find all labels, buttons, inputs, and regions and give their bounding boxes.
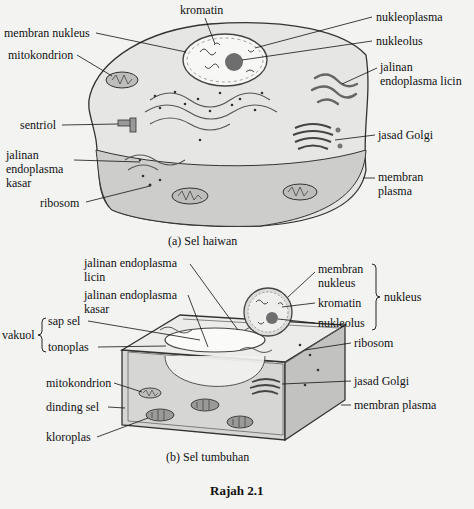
part-label: kloroplas xyxy=(46,430,91,444)
part-label: jasad Golgi xyxy=(354,374,409,388)
part-label: jasad Golgi xyxy=(378,128,433,142)
part-label: dinding sel xyxy=(46,400,99,414)
part-label: jalinan endoplasma kasar xyxy=(6,148,81,190)
part-label: ribosom xyxy=(354,336,393,350)
part-label: membran plasma xyxy=(378,170,448,198)
part-label: nukleus xyxy=(384,290,421,304)
part-label: kromatin xyxy=(318,296,361,310)
part-label: membran nukleus xyxy=(4,26,90,40)
part-label: jalinan endoplasma licin xyxy=(84,256,194,284)
animal-cell xyxy=(62,17,377,226)
part-label: sentriol xyxy=(20,118,56,132)
part-label: nukleolus xyxy=(376,34,423,48)
part-label: kromatin xyxy=(180,3,223,17)
part-label: sap sel xyxy=(48,314,80,328)
part-label: vakuol xyxy=(2,328,35,342)
part-label: ribosom xyxy=(40,196,79,210)
figure-caption: Rajah 2.1 xyxy=(210,484,263,498)
part-label: nukleolus xyxy=(318,316,365,330)
part-label: mitokondrion xyxy=(8,48,73,62)
sub-caption: (a) Sel haiwan xyxy=(168,234,237,248)
part-label: jalinan endoplasma kasar xyxy=(84,288,194,316)
part-label: membran plasma xyxy=(354,398,436,412)
plant-cell xyxy=(38,264,380,440)
part-label: tonoplas xyxy=(48,340,89,354)
part-label: nukleoplasma xyxy=(376,10,443,24)
part-label: membran nukleus xyxy=(318,262,378,290)
part-label: jalinan endoplasma licin xyxy=(380,60,470,88)
sub-caption: (b) Sel tumbuhan xyxy=(166,450,249,464)
part-label: mitokondrion xyxy=(46,376,111,390)
